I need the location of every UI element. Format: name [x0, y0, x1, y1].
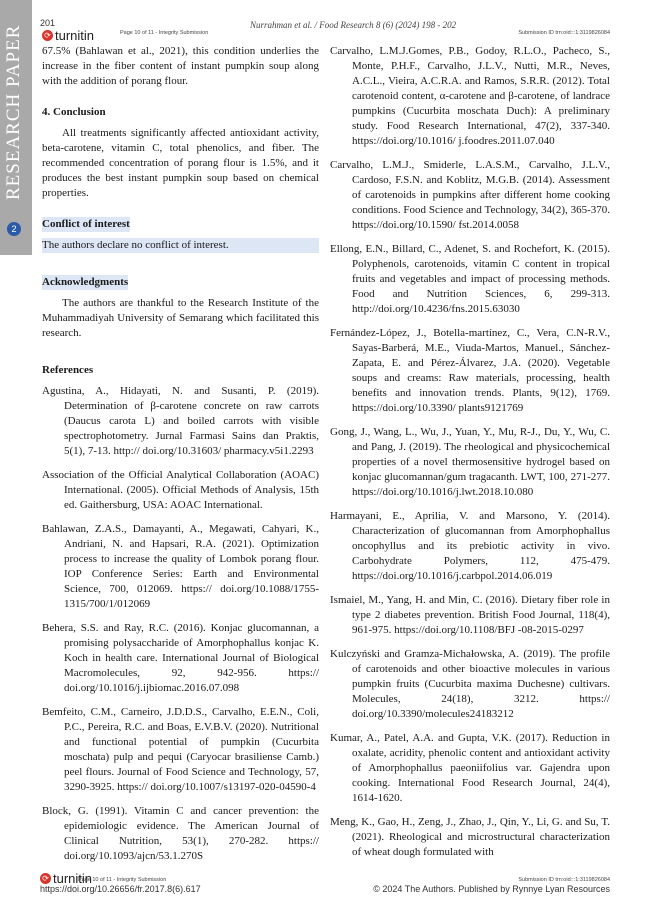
reference-item: Kumar, A., Patel, A.A. and Gupta, V.K. (…: [330, 732, 610, 804]
conclusion-paragraph: All treatments significantly affected an…: [42, 127, 319, 199]
acknowledgments-text: The authors are thankful to the Research…: [42, 297, 319, 339]
turnitin-logo-icon: ⟳: [40, 873, 51, 884]
reference-item: Bahlawan, Z.A.S., Damayanti, A., Megawat…: [42, 523, 319, 610]
issue-badge: 2: [7, 222, 21, 236]
reference-item: Ellong, E.N., Billard, C., Adenet, S. an…: [330, 243, 610, 315]
page-header: 201 ⟳ turnitin Page 10 of 11 - Integrity…: [40, 18, 610, 43]
side-tab: RESEARCH PAPER 2: [0, 0, 32, 255]
reference-item: Meng, K., Gao, H., Zeng, J., Zhao, J., Q…: [330, 816, 610, 858]
reference-item: Block, G. (1991). Vitamin C and cancer p…: [42, 805, 319, 862]
reference-item: Carvalho, L.M.J., Smiderle, L.A.S.M., Ca…: [330, 159, 610, 231]
reference-item: Association of the Official Analytical C…: [42, 469, 319, 511]
copyright-notice: © 2024 The Authors. Published by Rynnye …: [373, 884, 610, 894]
reference-item: Harmayani, E., Aprilia, V. and Marsono, …: [330, 510, 610, 582]
reference-item: Bemfeito, C.M., Carneiro, J.D.D.S., Carv…: [42, 706, 319, 793]
article-doi-link[interactable]: https://doi.org/10.26656/fr.2017.8(6).61…: [40, 884, 201, 894]
conflict-of-interest-text: The authors declare no conflict of inter…: [42, 238, 319, 253]
acknowledgments-heading: Acknowledgments: [42, 275, 129, 290]
reference-list-left: Agustina, A., Hidayati, N. and Susanti, …: [42, 384, 319, 864]
reference-item: Gong, J., Wang, L., Wu, J., Yuan, Y., Mu…: [330, 426, 610, 498]
reference-item: Behera, S.S. and Ray, R.C. (2016). Konja…: [42, 622, 319, 694]
journal-citation: Nurrahman et al. / Food Research 8 (6) (…: [250, 20, 457, 30]
reference-item: Agustina, A., Hidayati, N. and Susanti, …: [42, 385, 319, 457]
footer-turnitin-logo: ⟳ turnitin: [40, 871, 92, 886]
page-number: 201: [40, 18, 56, 28]
right-column: Carvalho, L.M.J.Gomes, P.B., Godoy, R.L.…: [330, 44, 610, 860]
left-column: 67.5% (Bahlawan et al., 2021), this cond…: [42, 44, 319, 864]
intro-paragraph: 67.5% (Bahlawan et al., 2021), this cond…: [42, 45, 319, 87]
conflict-of-interest-heading: Conflict of interest: [42, 217, 130, 232]
header-page-of: Page 10 of 11 - Integrity Submission: [120, 30, 209, 36]
reference-list-right: Carvalho, L.M.J.Gomes, P.B., Godoy, R.L.…: [330, 44, 610, 860]
reference-item: Ismaiel, M., Yang, H. and Min, C. (2016)…: [330, 594, 610, 636]
references-heading: References: [42, 364, 94, 376]
reference-item: Kulczyński and Gramza-Michałowska, A. (2…: [330, 648, 610, 720]
turnitin-logo: ⟳ turnitin: [42, 28, 94, 43]
header-submission-id: Submission ID trn:oid:::1:3119826084: [518, 30, 610, 36]
conclusion-heading: 4. Conclusion: [42, 106, 106, 118]
side-tab-label: RESEARCH PAPER: [3, 24, 24, 200]
footer-page-of: Page 10 of 11 - Integrity Submission: [78, 877, 167, 883]
reference-item: Fernández-López, J., Botella-martínez, C…: [330, 327, 610, 414]
turnitin-logo-icon: ⟳: [42, 30, 53, 41]
reference-item: Carvalho, L.M.J.Gomes, P.B., Godoy, R.L.…: [330, 45, 610, 147]
footer-submission-id: Submission ID trn:oid:::1:3119826084: [518, 877, 610, 883]
